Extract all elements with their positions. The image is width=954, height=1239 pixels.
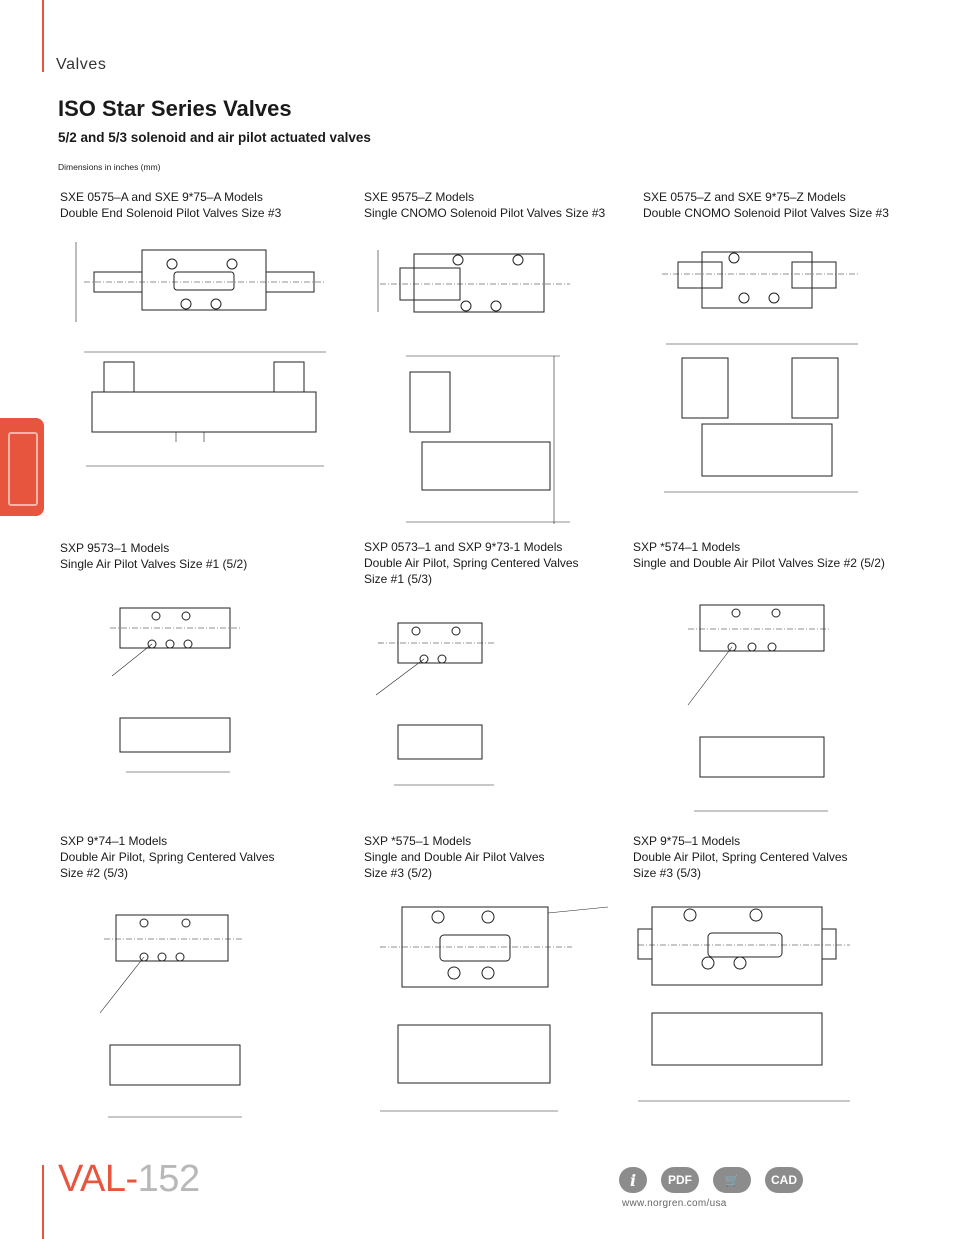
- resource-icons: i PDF 🛒 CAD: [619, 1167, 803, 1193]
- cad-icon[interactable]: CAD: [765, 1167, 803, 1193]
- valve-drawing-sxp-575: [372, 895, 612, 1125]
- valve-drawing-sxp-9-75: [634, 895, 864, 1115]
- valve-drawing-sxe-z-single: [370, 232, 590, 532]
- footer-accent-line: [42, 1165, 44, 1239]
- website-url[interactable]: www.norgren.com/usa: [622, 1198, 727, 1209]
- pdf-icon[interactable]: PDF: [661, 1167, 699, 1193]
- header-accent-line: [42, 0, 44, 72]
- page-title: ISO Star Series Valves: [58, 96, 292, 121]
- page-subtitle: 5/2 and 5/3 solenoid and air pilot actua…: [58, 130, 371, 145]
- dimensions-note: Dimensions in inches (mm): [58, 162, 161, 172]
- valve-drawing-sxe-a: [64, 232, 344, 472]
- valve-drawing-sxp-574: [680, 585, 840, 815]
- valve-drawing-sxp-9-74: [96, 895, 256, 1125]
- section-label: Valves: [56, 56, 107, 73]
- page-number: VAL-152: [58, 1158, 200, 1200]
- cart-icon[interactable]: 🛒: [713, 1167, 751, 1193]
- section-side-tab[interactable]: [0, 418, 44, 516]
- valve-drawing-sxe-z-double: [652, 232, 872, 512]
- valve-drawing-sxp-0573: [370, 605, 500, 795]
- info-icon[interactable]: i: [619, 1167, 647, 1193]
- valve-drawing-sxp-9573: [100, 590, 250, 790]
